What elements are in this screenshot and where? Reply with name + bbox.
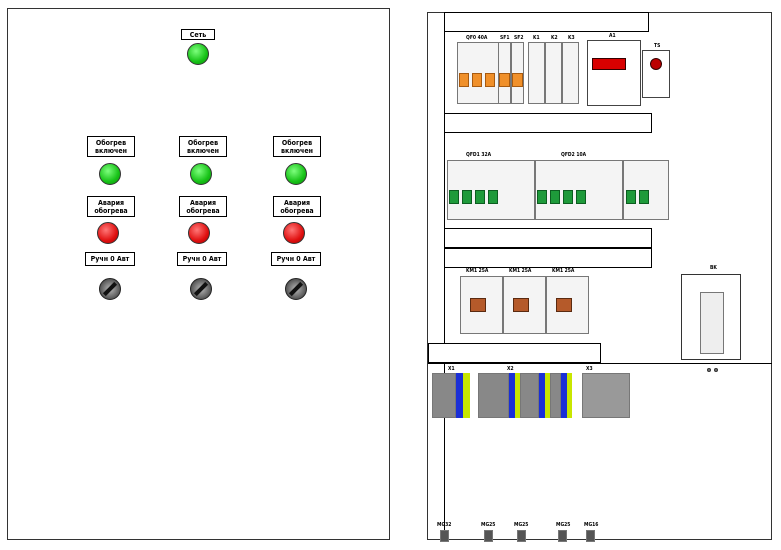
cabinet-door <box>7 8 390 540</box>
a1-label: A1 <box>609 33 616 39</box>
x2-terminal-block <box>478 373 509 418</box>
heating-alarm-label-3: Авария обогрева <box>273 196 321 217</box>
rcd-extra-pole-2 <box>639 190 649 204</box>
gland-label-3: MG25 <box>514 522 529 528</box>
x2-label: X2 <box>507 366 514 372</box>
ts-knob <box>650 58 662 70</box>
power-label: Сеть <box>181 29 215 40</box>
qfd1-pole-1 <box>449 190 459 204</box>
k1-relay <box>528 42 545 104</box>
x1-yg <box>463 373 470 418</box>
heating-alarm-lamp-3 <box>283 222 305 244</box>
x3-label: X3 <box>586 366 593 372</box>
rcd-extra-pole-1 <box>626 190 636 204</box>
a1-display <box>592 58 626 70</box>
heating-alarm-lamp-1 <box>97 222 119 244</box>
qfd1-pole-4 <box>488 190 498 204</box>
mode-switch-label-3: Ручн 0 Авт <box>271 252 321 266</box>
cable-duct-2 <box>444 113 652 133</box>
sf2-label: SF2 <box>514 35 524 41</box>
cable-gland-3 <box>517 530 526 542</box>
heating-on-lamp-2 <box>190 163 212 185</box>
heating-alarm-label-2: Авария обогрева <box>179 196 227 217</box>
heating-alarm-label-1: Авария обогрева <box>87 196 135 217</box>
qfd2-pole-2 <box>550 190 560 204</box>
km2-window <box>513 298 529 312</box>
x2-yg-1 <box>515 373 520 418</box>
qfd1-label: QFD1 32A <box>466 152 492 158</box>
panel-left-rail <box>444 12 445 540</box>
qf0-pole-1 <box>459 73 469 87</box>
x2-terminal-block-2 <box>520 373 539 418</box>
qfd2-pole-4 <box>576 190 586 204</box>
x2-yg-3 <box>567 373 572 418</box>
x1-blue <box>456 373 463 418</box>
cable-duct-5 <box>428 343 601 363</box>
qfd1-pole-2 <box>462 190 472 204</box>
cable-gland-5 <box>586 530 595 542</box>
bk-inner <box>700 292 724 354</box>
bk-terminal-1 <box>707 368 711 372</box>
heating-on-label-1: Обогрев включен <box>87 136 135 157</box>
qf0-label: QF0 40A <box>466 35 488 41</box>
km1-window <box>470 298 486 312</box>
qfd2-label: QFD2 10A <box>561 152 587 158</box>
heating-on-lamp-1 <box>99 163 121 185</box>
x2-yg-2 <box>545 373 550 418</box>
heating-on-label-2: Обогрев включен <box>179 136 227 157</box>
mode-switch-2[interactable] <box>190 278 212 300</box>
km2-label: KM1 25A <box>509 268 532 274</box>
gland-label-5: MG16 <box>584 522 599 528</box>
x3-terminal-block <box>582 373 630 418</box>
km1-label: KM1 25A <box>466 268 489 274</box>
km3-label: KM1 25A <box>552 268 575 274</box>
terminal-rail-line <box>428 363 772 364</box>
bk-label: BK <box>710 265 717 271</box>
cable-gland-1 <box>440 530 449 542</box>
cable-gland-4 <box>558 530 567 542</box>
k3-relay <box>562 42 579 104</box>
cable-duct-1 <box>444 12 649 32</box>
x1-label: X1 <box>448 366 455 372</box>
k2-label: K2 <box>551 35 558 41</box>
x2-terminal-block-3 <box>550 373 561 418</box>
heating-on-lamp-3 <box>285 163 307 185</box>
mode-switch-label-2: Ручн 0 Авт <box>177 252 227 266</box>
gland-label-2: MG25 <box>481 522 496 528</box>
x2-blue-1 <box>509 373 515 418</box>
ts-label: TS <box>654 43 661 49</box>
sf2-toggle <box>512 73 523 87</box>
qfd2-pole-3 <box>563 190 573 204</box>
power-lamp <box>187 43 209 65</box>
mode-switch-label-1: Ручн 0 Авт <box>85 252 135 266</box>
x1-terminal-block <box>432 373 456 418</box>
k3-label: K3 <box>568 35 575 41</box>
a1-controller <box>587 40 641 106</box>
k2-relay <box>545 42 562 104</box>
mode-switch-1[interactable] <box>99 278 121 300</box>
km3-window <box>556 298 572 312</box>
x2-blue-2 <box>539 373 545 418</box>
qfd1-pole-3 <box>475 190 485 204</box>
gland-label-4: MG25 <box>556 522 571 528</box>
qfd2-pole-1 <box>537 190 547 204</box>
heating-on-label-3: Обогрев включен <box>273 136 321 157</box>
heating-alarm-lamp-2 <box>188 222 210 244</box>
cable-duct-4 <box>444 248 652 268</box>
cable-gland-2 <box>484 530 493 542</box>
gland-label-1: MG32 <box>437 522 452 528</box>
qf0-pole-2 <box>472 73 482 87</box>
sf1-toggle <box>499 73 510 87</box>
x2-blue-3 <box>561 373 567 418</box>
sf1-label: SF1 <box>500 35 510 41</box>
mode-switch-3[interactable] <box>285 278 307 300</box>
bk-terminal-2 <box>714 368 718 372</box>
qf0-pole-3 <box>485 73 495 87</box>
cable-duct-3 <box>444 228 652 248</box>
k1-label: K1 <box>533 35 540 41</box>
